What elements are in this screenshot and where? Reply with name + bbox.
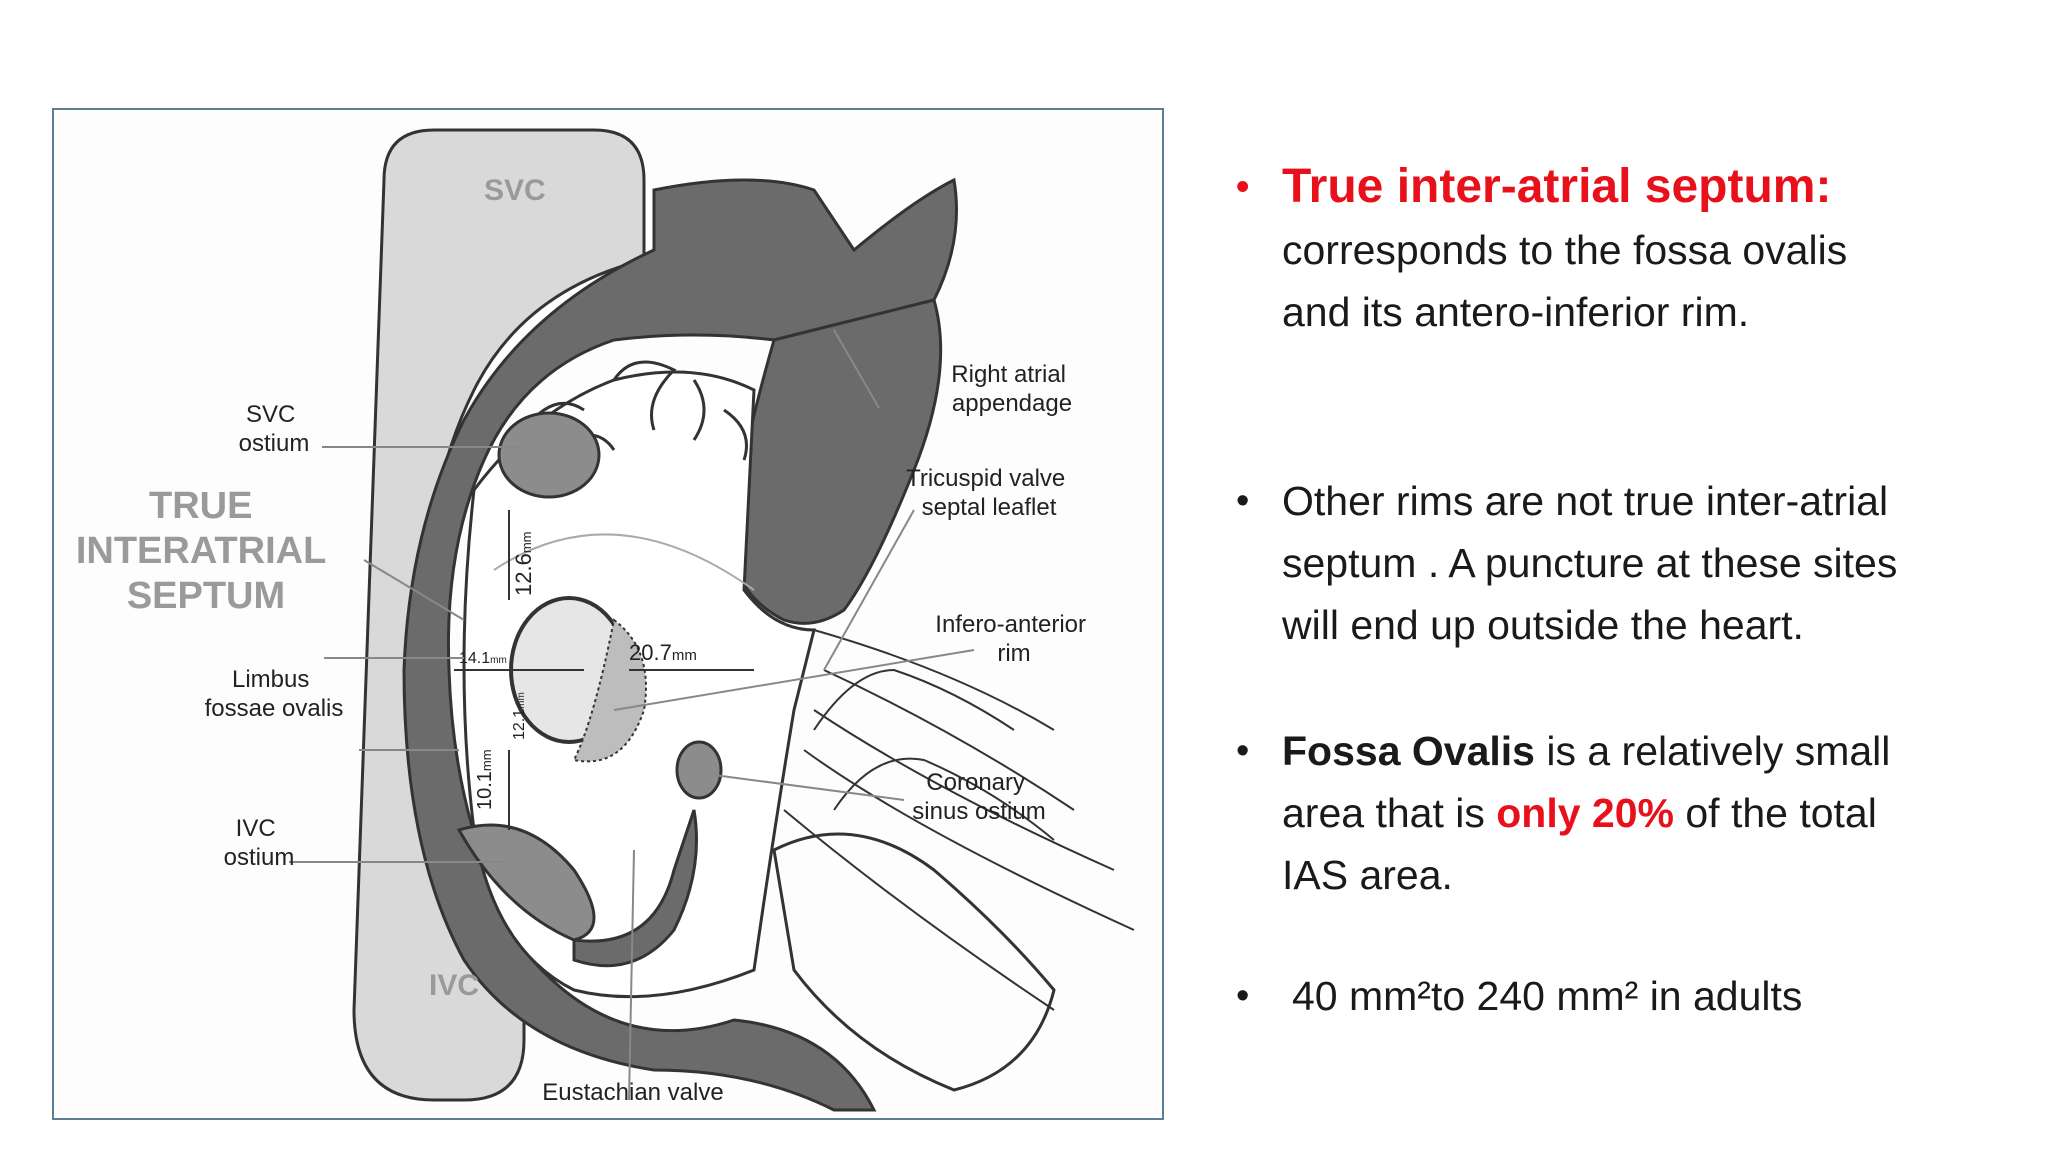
- leader-lines: [289, 329, 975, 1101]
- bullet-other-rims: • Other rims are not true inter-atrial s…: [1232, 470, 2032, 656]
- svc-ostium: [497, 411, 601, 499]
- tricuspid-valve-label: Tricuspid valve septal leaflet: [906, 465, 1072, 521]
- bullet-fossa-ovalis: • Fossa Ovalis is a relatively small are…: [1232, 720, 2032, 906]
- other-rims-line-2: septum . A puncture at these sites: [1282, 540, 1898, 586]
- right-atrial-appendage-label: Right atrial appendage: [951, 361, 1072, 417]
- svc-label: SVC: [484, 174, 546, 207]
- infero-anterior-rim-label: Infero-anterior rim: [935, 611, 1092, 667]
- fossa-ovalis-text-4: IAS area.: [1282, 852, 1453, 898]
- ivc-ostium: [456, 823, 596, 942]
- bullet-dot: •: [1236, 166, 1250, 208]
- fossa-ovalis-text-3: of the total: [1673, 790, 1877, 836]
- bullet-dot: •: [1236, 480, 1250, 522]
- true-septum-heading: True inter-atrial septum:: [1282, 160, 1832, 213]
- true-septum-line-1: corresponds to the fossa ovalis: [1282, 227, 1848, 273]
- ivc-label: IVC: [429, 969, 479, 1002]
- coronary-sinus-label: Coronary sinus ostium: [912, 769, 1045, 825]
- other-rims-line-3: will end up outside the heart.: [1282, 602, 1804, 648]
- fossa-ovalis-text-2: area that is: [1282, 790, 1497, 836]
- fossa-ovalis-percent: only 20%: [1496, 790, 1674, 836]
- limbus-label: Limbus fossae ovalis: [205, 666, 344, 722]
- fossa-ovalis-term: Fossa Ovalis: [1282, 728, 1535, 774]
- bullet-dot: •: [1236, 730, 1250, 772]
- other-rims-line-1: Other rims are not true inter-atrial: [1282, 478, 1889, 524]
- true-ias-label: TRUE INTERATRIAL SEPTUM: [76, 485, 336, 617]
- fossa-ovalis-text-1: is a relatively small: [1534, 728, 1891, 774]
- septum-diagram-svg: 12.6mm 20.7mm 14.1mm 12.1mm 10.1mm SVC I…: [76, 128, 1135, 1112]
- septum-diagram: 12.6mm 20.7mm 14.1mm 12.1mm 10.1mm SVC I…: [52, 108, 1164, 1120]
- measure-12-1: 12.1mm: [511, 692, 528, 740]
- measure-20-7: 20.7mm: [629, 640, 697, 665]
- ventricle-outline: [772, 832, 1056, 1092]
- true-septum-line-2: and its antero-inferior rim.: [1282, 289, 1750, 335]
- ivc-ostium-label: IVC ostium: [224, 815, 295, 871]
- eustachian-valve-label: Eustachian valve: [542, 1079, 723, 1106]
- tricuspid-leaflet-lines: [783, 629, 1135, 1011]
- pectinate-muscles: [522, 360, 748, 461]
- septal-rim-curve: [493, 533, 755, 591]
- coronary-sinus-ostium: [675, 740, 723, 800]
- right-atrial-appendage: [729, 298, 943, 625]
- bullet-true-septum: • True inter-atrial septum: corresponds …: [1232, 156, 2032, 343]
- eustachian-valve: [572, 809, 698, 968]
- measure-12-6: 12.6mm: [511, 532, 536, 597]
- bullet-area-range: • 40 mm²to 240 mm² in adults: [1232, 965, 2032, 1027]
- svc-ostium-label: SVC ostium: [239, 401, 310, 457]
- antero-inferior-rim: [572, 618, 647, 763]
- measure-14-1: 14.1mm: [459, 650, 507, 667]
- area-range-text: 40 mm²to 240 mm² in adults: [1292, 973, 1803, 1019]
- bullet-dot: •: [1236, 975, 1250, 1017]
- measure-10-1: 10.1mm: [474, 749, 496, 810]
